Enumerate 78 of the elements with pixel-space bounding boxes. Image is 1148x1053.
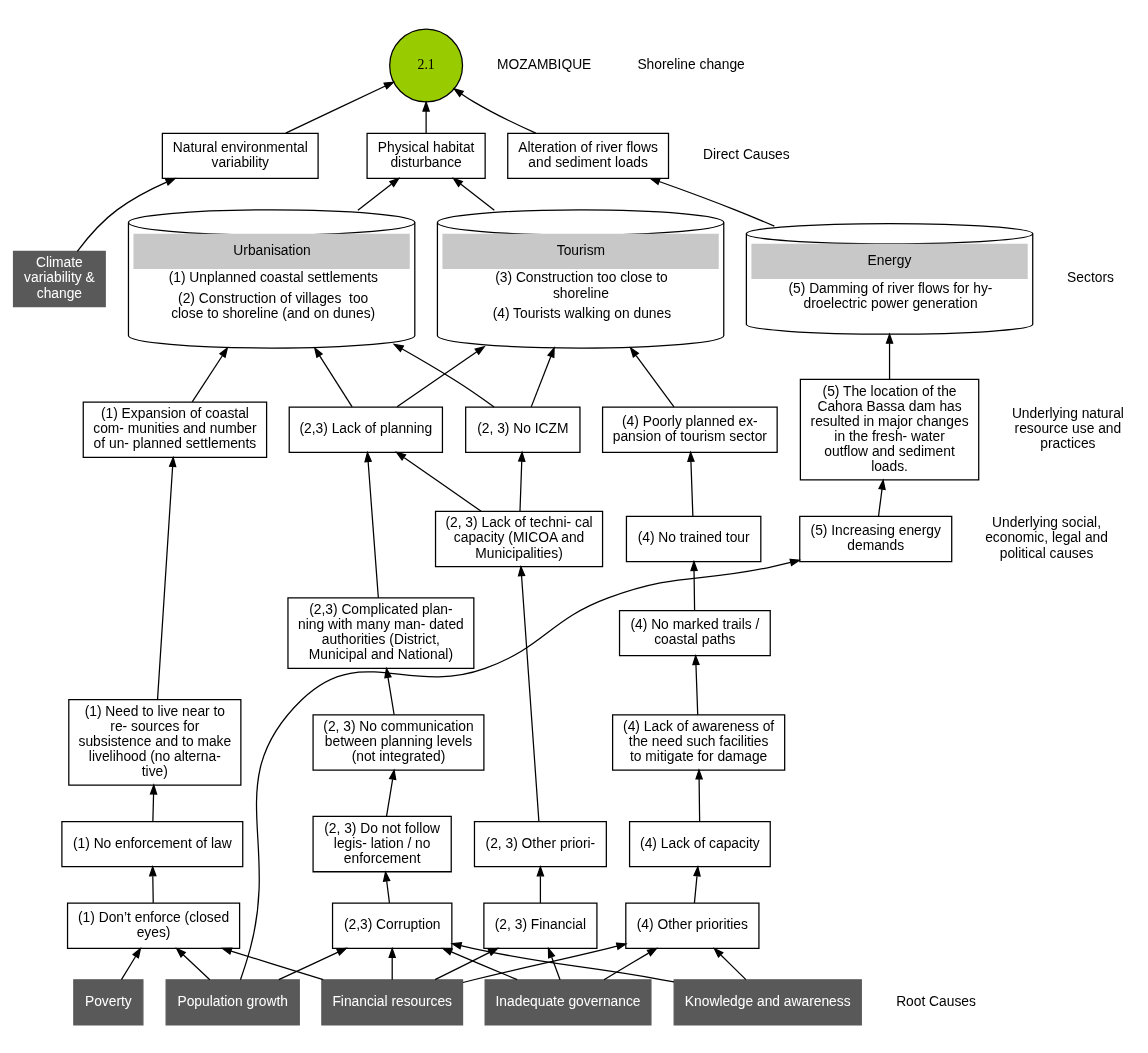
node-box: (4) Lack of awareness of the need such facilities to mitigate for damage <box>612 713 786 771</box>
arrow <box>452 176 495 211</box>
node-box: (2,3) Corruption <box>331 902 453 949</box>
node-box: Inadequate governance <box>484 978 652 1026</box>
arrow <box>422 99 431 133</box>
arrow <box>220 946 324 980</box>
arrow <box>388 946 397 980</box>
arrow <box>382 869 391 903</box>
arrow <box>395 450 482 512</box>
node-box: (2, 3) Do not follow legis- lation / no enforcement <box>312 815 452 872</box>
node-box: (4) Poorly planned ex- pansion of tourism sector <box>601 405 778 453</box>
arrow <box>648 177 775 227</box>
node-box: Physical habitat disturbance <box>366 132 486 179</box>
node-box: Financial resources <box>321 978 464 1026</box>
node-box: (2,3) Complicated plan- ning with many man- dated authorities (District, Municipal and National) <box>287 596 475 669</box>
node-box: (4) No marked trails / coastal paths <box>618 609 771 656</box>
arrow <box>687 450 695 517</box>
node-box: (1) Don’t enforce (closed eyes) <box>66 902 241 949</box>
arrow <box>278 947 348 980</box>
arrow <box>547 946 561 980</box>
arrow <box>692 653 700 715</box>
node-box: (4) Other priorities <box>625 902 760 949</box>
node-box: Alteration of river flows and sediment loads <box>507 132 670 179</box>
arrow <box>76 177 177 252</box>
arrow <box>392 343 495 408</box>
label: Root Causes <box>896 992 976 1009</box>
label: Underlying social, economic, legal and political causes <box>985 513 1108 561</box>
arrow <box>517 564 540 822</box>
arrow <box>629 346 675 407</box>
label: Shoreline change <box>637 55 745 72</box>
arrow <box>239 558 802 980</box>
arrow <box>695 767 704 822</box>
node-box: (4) No trained tour <box>625 515 762 562</box>
node-box: (2, 3) Other priori- <box>473 820 607 867</box>
arrow <box>285 80 396 134</box>
node-box: (2, 3) Lack of techni- cal capacity (MICOA and Municipalities) <box>434 510 604 567</box>
arrow <box>364 450 379 598</box>
arrow <box>517 449 526 512</box>
node-box: (2,3) Lack of planning <box>288 405 444 453</box>
arrow <box>357 176 401 211</box>
arrow <box>462 941 628 983</box>
arrow <box>120 946 142 980</box>
node-box: (1) Expansion of coastal com- munities and number of un- planned settlements <box>82 400 268 458</box>
label: MOZAMBIQUE <box>497 55 592 72</box>
arrow <box>713 946 747 980</box>
arrow <box>690 559 698 611</box>
label: Sectors <box>1067 268 1114 285</box>
arrow <box>175 946 211 980</box>
arrow <box>603 946 659 980</box>
node-box: (2, 3) Financial <box>483 902 598 949</box>
arrow <box>385 767 397 817</box>
arrow <box>877 477 886 517</box>
arrow <box>313 345 353 407</box>
node-box: Knowledge and awareness <box>673 978 862 1026</box>
arrow <box>536 864 545 903</box>
node-box: Population growth <box>165 978 300 1026</box>
node-box: (5) Increasing energy demands <box>799 515 953 562</box>
arrow <box>396 345 486 407</box>
arrow <box>156 455 177 700</box>
arrow <box>450 941 675 983</box>
node-box: Climate variability & change <box>12 250 106 307</box>
node-box: Poverty <box>73 978 144 1026</box>
arrow <box>191 346 229 403</box>
arrow <box>452 87 537 134</box>
arrow <box>148 864 157 903</box>
node-box: (1) Need to live near to re- sources for subsistence and to make livelihood (no alterna- tive) <box>68 698 242 786</box>
arrow <box>149 782 158 822</box>
label: Underlying natural resource use and practices <box>1011 404 1124 451</box>
node-box: (1) No enforcement of law <box>61 820 244 867</box>
node-box: (4) Lack of capacity <box>628 820 771 867</box>
node-box: (2, 3) No ICZM <box>465 405 581 453</box>
node-box: (5) The location of the Cahora Bassa dam has resulted in major changes in the fresh- water outflow and sediment loads. <box>799 378 980 481</box>
node-box: (2, 3) No communication between planning levels (not integrated) <box>312 713 485 771</box>
arrow <box>693 864 701 903</box>
arrow <box>530 345 555 407</box>
node-box: Natural environmental variability <box>161 132 319 179</box>
arrow <box>885 332 894 380</box>
label: Direct Causes <box>703 145 790 162</box>
